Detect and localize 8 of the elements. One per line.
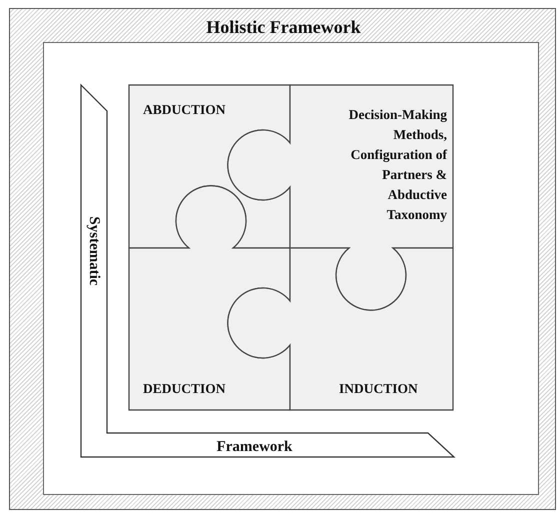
- piece-label: DEDUCTION: [143, 380, 226, 398]
- piece-label: ABDUCTION: [143, 101, 226, 119]
- frame-label: Holistic Framework: [205, 17, 362, 37]
- band-label: Framework: [216, 438, 294, 457]
- band-label: Systematic: [85, 216, 103, 286]
- framework-frame: [9, 8, 556, 510]
- piece-label: Decision-Making Methods, Configuration of Partners & Abductive Taxonomy: [348, 106, 447, 224]
- piece-label: INDUCTION: [339, 380, 418, 398]
